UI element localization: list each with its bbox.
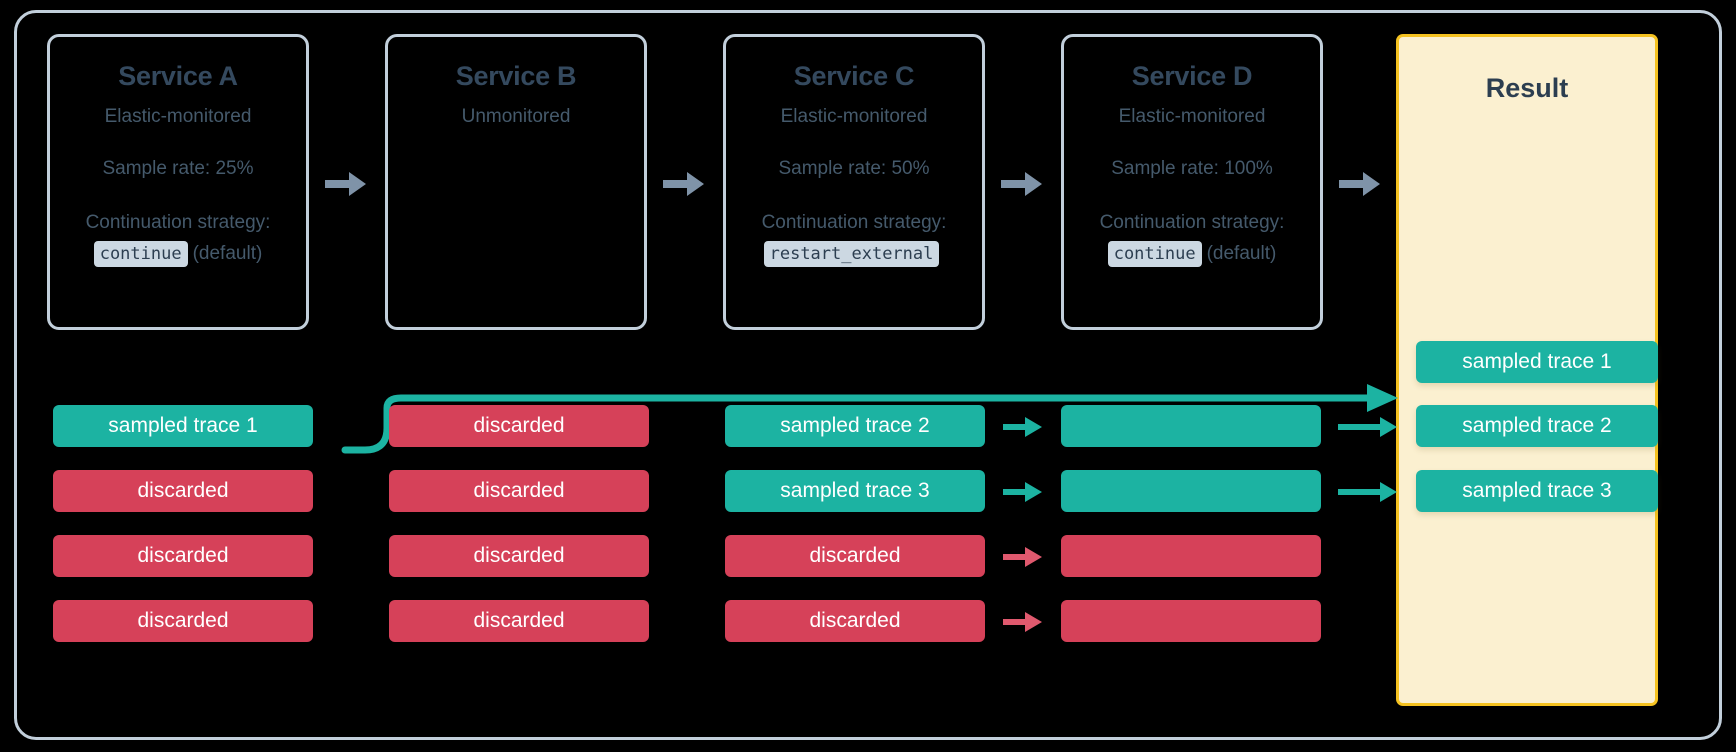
mini-arrow-c-to-d-row4	[1003, 610, 1043, 634]
result-trace-bar: sampled trace 1	[1416, 341, 1658, 383]
service-strategy-label: Continuation strategy:	[85, 212, 271, 233]
trace-bar: discarded	[389, 600, 649, 642]
service-title: Service B	[455, 61, 577, 91]
trace-bar: discarded	[725, 600, 985, 642]
trace-bar: discarded	[389, 470, 649, 512]
mini-arrow-d-to-result-row2	[1338, 480, 1397, 504]
flow-arrow-d-to-result	[1339, 170, 1381, 198]
trace-bar	[1061, 470, 1321, 512]
trace-bar: discarded	[725, 535, 985, 577]
trace-bar: sampled trace 3	[725, 470, 985, 512]
trace-bar	[1061, 600, 1321, 642]
service-sample-rate: Sample rate: 50%	[778, 158, 930, 179]
service-monitoring-status: Elastic-monitored	[104, 106, 252, 127]
service-strategy-label: Continuation strategy:	[761, 212, 947, 233]
trace-bar	[1061, 535, 1321, 577]
mini-arrow-d-to-result-row1	[1338, 415, 1397, 439]
service-strategy-label: Continuation strategy:	[1099, 212, 1285, 233]
trace-bar: sampled trace 1	[53, 405, 313, 447]
service-card-d: Service D Elastic-monitored Sample rate:…	[1061, 34, 1323, 330]
mini-arrow-c-to-d-row2	[1003, 480, 1043, 504]
service-strategy-line: restart_external	[726, 240, 982, 268]
sampled-trace-1-route	[341, 384, 1398, 454]
service-card-b: Service B Unmonitored	[385, 34, 647, 330]
strategy-default-note: (default)	[192, 243, 263, 264]
trace-bar	[1061, 405, 1321, 447]
flow-arrow-a-to-b	[325, 170, 367, 198]
service-monitoring-status: Elastic-monitored	[780, 106, 928, 127]
strategy-code-chip: continue	[93, 241, 188, 267]
flow-arrow-c-to-d	[1001, 170, 1043, 198]
trace-bar: discarded	[53, 470, 313, 512]
service-sample-rate: Sample rate: 100%	[1111, 158, 1273, 179]
service-card-c: Service C Elastic-monitored Sample rate:…	[723, 34, 985, 330]
service-sample-rate: Sample rate: 25%	[102, 158, 254, 179]
service-title: Service D	[1131, 61, 1253, 91]
trace-bar: discarded	[53, 535, 313, 577]
mini-arrow-c-to-d-row1	[1003, 415, 1043, 439]
service-title: Service A	[118, 61, 238, 91]
strategy-code-chip: restart_external	[763, 241, 940, 267]
result-title: Result	[1485, 73, 1569, 103]
mini-arrow-c-to-d-row3	[1003, 545, 1043, 569]
service-card-a: Service A Elastic-monitored Sample rate:…	[47, 34, 309, 330]
strategy-default-note: (default)	[1206, 243, 1277, 264]
service-monitoring-status: Unmonitored	[461, 106, 571, 127]
strategy-code-chip: continue	[1107, 241, 1202, 267]
service-strategy-line: continue(default)	[50, 240, 306, 268]
flow-arrow-b-to-c	[663, 170, 705, 198]
trace-bar: discarded	[389, 405, 649, 447]
trace-bar: discarded	[389, 535, 649, 577]
trace-bar: sampled trace 2	[725, 405, 985, 447]
result-trace-bar: sampled trace 2	[1416, 405, 1658, 447]
service-monitoring-status: Elastic-monitored	[1118, 106, 1266, 127]
service-strategy-line: continue(default)	[1064, 240, 1320, 268]
result-trace-bar: sampled trace 3	[1416, 470, 1658, 512]
trace-bar: discarded	[53, 600, 313, 642]
service-title: Service C	[793, 61, 915, 91]
